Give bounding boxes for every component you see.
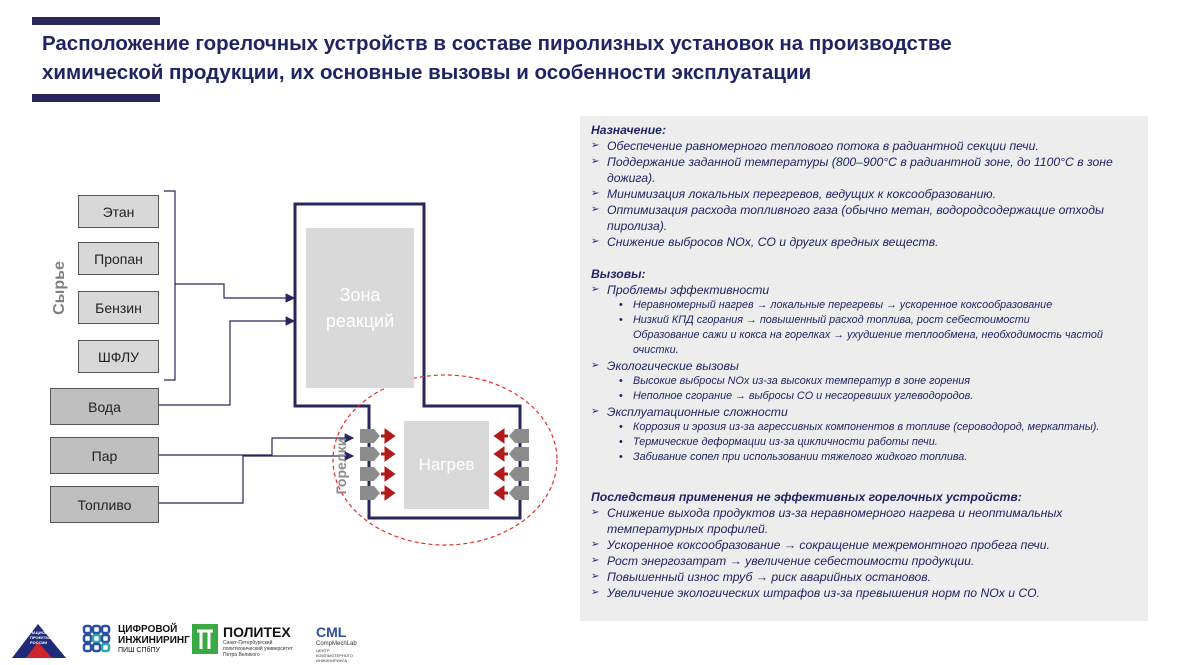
consequences-list: Снижение выхода продуктов из-за неравном… xyxy=(591,505,1138,601)
page-title-line2: химической продукции, их основные вызовы… xyxy=(42,61,812,84)
politeh-name: ПОЛИТЕХ xyxy=(223,624,291,640)
purpose-heading: Назначение: xyxy=(591,123,666,137)
burners-right xyxy=(493,428,529,501)
input-box-water: Вода xyxy=(50,388,159,425)
national-projects-logo: НАЦИОНАЛЬНЫЕ ПРОЕКТЫ РОССИИ xyxy=(8,620,66,660)
list-item: Минимизация локальных перегревов, ведущи… xyxy=(591,186,1138,202)
cml-subtitle: CompMechLab xyxy=(316,641,357,647)
politeh-logo: ПОЛИТЕХ Санкт-Петербургский политехничес… xyxy=(192,624,302,660)
heating-zone: Нагрев xyxy=(404,421,489,509)
feed-line xyxy=(175,283,296,303)
list-item: Образование сажи и кокса на горелках → у… xyxy=(633,329,1103,356)
input-box-steam: Пар xyxy=(50,437,159,474)
list-item: Обеспечение равномерного теплового поток… xyxy=(591,138,1138,154)
title-bar-top xyxy=(32,17,160,25)
digital-engineering-line2: ИНЖИНИРИНГ xyxy=(118,635,190,646)
list-item: Снижение выбросов NOx, CO и других вредн… xyxy=(591,234,1138,250)
list-item: Неравномерный нагрев → локальные перегре… xyxy=(591,298,1138,313)
list-item: Снижение выхода продуктов из-за неравном… xyxy=(591,505,1138,537)
challenges-list: Проблемы эффективности Неравномерный наг… xyxy=(591,282,1138,465)
reaction-zone: Зона реакций xyxy=(306,228,414,388)
national-projects-icon xyxy=(12,624,66,658)
burners-label: Горелки xyxy=(333,437,349,495)
digital-engineering-line1: ЦИФРОВОЙ xyxy=(118,624,178,635)
list-item: Неполное сгорание → выбросы CO и несгоре… xyxy=(591,389,1138,404)
info-panel: Назначение: Обеспечение равномерного теп… xyxy=(580,116,1148,621)
digital-engineering-line3: ПИШ СПбПУ xyxy=(118,647,160,654)
feed-box-ngl: ШФЛУ xyxy=(78,340,159,373)
efficiency-heading: Проблемы эффективности xyxy=(591,282,1138,298)
list-item: Высокие выбросы NOx из-за высоких темпер… xyxy=(591,374,1138,389)
burner-zone-ellipse xyxy=(332,374,558,546)
list-item: Низкий КПД сгорания → повышенный расход … xyxy=(591,313,1138,328)
consequences-heading: Последствия применения не эффективных го… xyxy=(591,490,1022,504)
politeh-icon xyxy=(192,624,218,654)
feed-box-gasoline: Бензин xyxy=(78,291,159,324)
cml-logo: CML CompMechLab ЦЕНТР КОМПЬЮТЕРНОГО ИНЖИ… xyxy=(310,624,370,663)
list-item: Ускоренное коксообразование → сокращение… xyxy=(591,537,1138,553)
operation-heading: Эксплуатационные сложности xyxy=(591,404,1138,420)
list-item: Рост энергозатрат → увеличение себестоим… xyxy=(591,553,1138,569)
challenges-heading: Вызовы: xyxy=(591,267,646,281)
list-item: Повышенный износ труб → риск аварийных о… xyxy=(591,569,1138,585)
fuel-line xyxy=(159,451,355,504)
reaction-zone-line2: реакций xyxy=(325,311,395,331)
burners-left xyxy=(360,428,396,501)
cml-name: CML xyxy=(316,624,347,640)
input-box-fuel: Топливо xyxy=(50,486,159,523)
digital-engineering-logo: ЦИФРОВОЙ ИНЖИНИРИНГ ПИШ СПбПУ xyxy=(82,624,190,660)
list-item: Забивание сопел при использовании тяжело… xyxy=(591,450,1138,465)
feed-label: Сырье xyxy=(51,261,68,315)
steam-line xyxy=(159,433,355,456)
digital-engineering-icon xyxy=(82,624,111,653)
title-bar-bottom xyxy=(32,94,160,102)
diagram-lines xyxy=(159,190,558,546)
pyrolysis-diagram: Сырье Этан Пропан Бензин ШФЛУ Вода Пар Т… xyxy=(0,0,580,661)
page-title: Расположение горелочных устройств в сост… xyxy=(42,29,1042,87)
list-item: Коррозия и эрозия из-за агрессивных комп… xyxy=(591,420,1138,435)
list-item: Поддержание заданной температуры (800–90… xyxy=(591,154,1138,186)
list-item: Оптимизация расхода топливного газа (обы… xyxy=(591,202,1138,234)
list-item: Увеличение экологических штрафов из-за п… xyxy=(591,585,1138,601)
feed-box-propane: Пропан xyxy=(78,242,159,275)
logos-row: НАЦИОНАЛЬНЫЕ ПРОЕКТЫ РОССИИ ЦИФРОВОЙ ИНЖ… xyxy=(0,610,580,663)
feed-box-ethane: Этан xyxy=(78,195,159,228)
list-item: Термические деформации из-за цикличности… xyxy=(591,435,1138,450)
page-title-line1: Расположение горелочных устройств в сост… xyxy=(42,32,952,55)
water-line xyxy=(159,316,296,406)
reaction-zone-line1: Зона xyxy=(339,285,381,305)
furnace-outline xyxy=(293,202,522,520)
feed-bracket xyxy=(164,190,176,381)
politeh-subtitle: Санкт-Петербургский политехнический унив… xyxy=(223,640,293,658)
purpose-list: Обеспечение равномерного теплового поток… xyxy=(591,138,1138,250)
national-projects-text: НАЦИОНАЛЬНЫЕ ПРОЕКТЫ РОССИИ xyxy=(30,630,66,645)
ecology-heading: Экологические вызовы xyxy=(591,358,1138,374)
